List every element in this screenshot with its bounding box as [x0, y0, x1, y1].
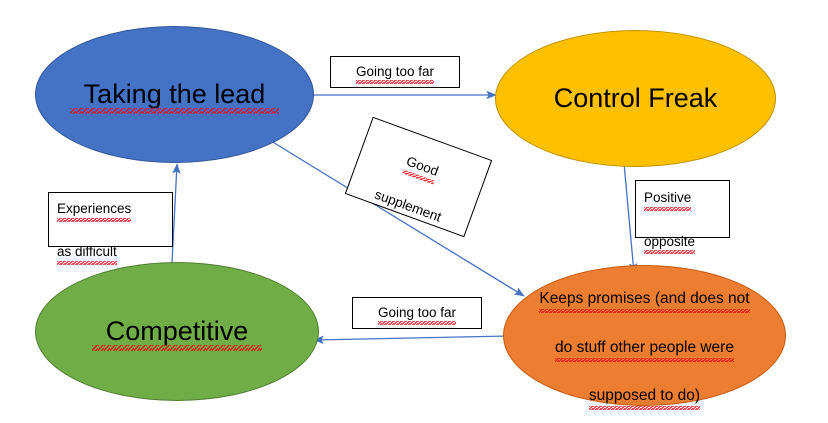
node-keeps-promises[interactable]: Keeps promises (and does not do stuff ot…: [503, 263, 786, 410]
edge-label-good-supplement-line-2: supplement: [372, 186, 444, 225]
node-label-keeps-promises-line-1: Keeps promises (and does not: [539, 287, 750, 314]
node-label-control-freak: Control Freak: [553, 82, 718, 113]
node-label-taking-the-lead: Taking the lead: [69, 79, 280, 115]
edge-label-experiences-as-difficult-line-1: Experiences: [57, 198, 132, 222]
edge-label-going-too-far-bottom-text: Going too far: [377, 303, 457, 326]
edge-label-positive-opposite[interactable]: Positive opposite: [635, 180, 730, 254]
node-label-keeps-promises: Keeps promises (and does not do stuff ot…: [525, 263, 763, 410]
node-label-competitive: Competitive: [91, 316, 263, 352]
edge-label-positive-opposite-text: Positive opposite: [644, 166, 696, 254]
edge-label-experiences-as-difficult-line-2: as difficult: [57, 241, 117, 265]
edge-label-going-too-far-bottom[interactable]: Going too far: [352, 297, 482, 329]
edge-label-positive-opposite-line-1: Positive: [644, 187, 692, 211]
edge-label-experiences-as-difficult[interactable]: Experiences as difficult: [48, 192, 173, 265]
arrow-freak-to-keeps-promises: [623, 162, 638, 274]
node-label-keeps-promises-line-2: do stuff other people were: [555, 336, 734, 362]
edge-label-positive-opposite-line-2: opposite: [644, 231, 696, 254]
node-label-keeps-promises-line-3: supposed to do): [588, 384, 701, 410]
arrow-keeps-promises-to-competitive: [313, 335, 509, 344]
edge-label-good-supplement-text: Good supplement: [371, 126, 465, 229]
node-competitive[interactable]: Competitive: [35, 262, 319, 401]
edge-label-good-supplement-line-1: Good: [403, 152, 441, 183]
edge-label-going-too-far-top-text: Going too far: [355, 62, 435, 85]
edge-label-good-supplement[interactable]: Good supplement: [344, 116, 493, 238]
edge-label-experiences-as-difficult-text: Experiences as difficult: [57, 176, 132, 265]
node-taking-the-lead[interactable]: Taking the lead: [35, 26, 314, 163]
edge-label-going-too-far-top[interactable]: Going too far: [330, 56, 460, 88]
node-control-freak[interactable]: Control Freak: [495, 30, 776, 167]
